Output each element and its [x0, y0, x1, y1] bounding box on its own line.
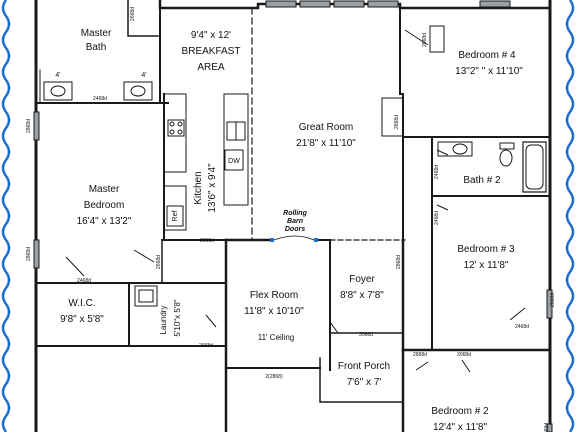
- door-tag: 2(2868): [265, 374, 283, 380]
- door-tag: 2668d: [199, 343, 213, 349]
- wic-size: 9'8" x 5'8": [60, 314, 104, 325]
- door-tag: 2668d: [156, 255, 162, 269]
- door-tag: 2868d: [200, 238, 214, 244]
- master-bath-label: Master: [81, 28, 112, 39]
- bedroom4-size: 13"2" " x 11'10": [455, 66, 523, 77]
- vanity-right-size: 4': [141, 72, 146, 79]
- barn-doors-label-2: Barn: [287, 218, 303, 225]
- door-tag: 2868d: [26, 119, 32, 133]
- kitchen-label: Kitchen: [193, 171, 204, 204]
- laundry-label: Laundry: [159, 306, 168, 335]
- barn-door-rail-right: [314, 238, 318, 242]
- bedroom2-size: 12'4" x 11'8": [433, 422, 488, 432]
- flex-room-size: 11'8" x 10'10": [244, 306, 304, 317]
- flex-room-ceiling-note: 11' Ceiling: [258, 333, 295, 342]
- bedroom3-size: 12' x 11'8": [464, 260, 509, 271]
- breakfast-size: 9'4" x 12': [191, 30, 231, 41]
- front-porch-size: 7'6" x 7': [347, 377, 382, 388]
- door-tag: 2468d: [434, 211, 440, 225]
- barn-doors-label: Rolling: [283, 210, 307, 217]
- breakfast-label-2: AREA: [197, 62, 225, 73]
- fixtures: [43, 25, 544, 307]
- bedroom4-label: Bedroom # 4: [458, 50, 516, 61]
- bedroom2-label: Bedroom # 2: [431, 406, 489, 417]
- dishwasher: [224, 149, 244, 171]
- door-tag: 2468d: [77, 278, 91, 284]
- great-room-size: 21'8" x 11'10": [296, 138, 356, 149]
- breakfast-label: BREAKFAST: [182, 46, 241, 57]
- walls: [34, 0, 552, 432]
- sink-right-icon: [130, 85, 146, 97]
- master-bedroom-size: 16'4" x 13'2": [77, 216, 132, 227]
- toilet-icon: [499, 149, 513, 167]
- refrigerator-label: Ref: [172, 211, 179, 222]
- dishwasher-label: DW: [228, 158, 240, 165]
- barn-door-track: [273, 235, 315, 241]
- foyer-size: 8'8" x 7'8": [340, 290, 384, 301]
- door-swings: [65, 29, 526, 373]
- door-tag: 2868d: [26, 247, 32, 261]
- door-tag: 2868d: [544, 423, 550, 432]
- master-bedroom-label-2: Bedroom: [84, 200, 125, 211]
- bedroom3-label: Bedroom # 3: [457, 244, 515, 255]
- wic-label: W.I.C.: [68, 298, 95, 309]
- refrigerator: [166, 205, 184, 227]
- left-wavy-border: [1, 0, 11, 432]
- door-tags: 2468d 2668d 2868d 2468d 2868d 2668d 2668…: [26, 7, 556, 432]
- sink-left-icon: [50, 85, 66, 97]
- bath2-label: Bath # 2: [463, 175, 501, 186]
- flex-room-label: Flex Room: [250, 290, 298, 301]
- vanity-left-size: 4': [55, 72, 60, 79]
- master-bath-label-2: Bath: [86, 42, 107, 53]
- front-porch-label: Front Porch: [338, 361, 390, 372]
- door-tag: 2668d: [130, 7, 136, 21]
- kitchen-size: 13'6" x 9'4": [207, 163, 218, 213]
- windows: [33, 0, 553, 432]
- door-tag: 3068d: [457, 352, 471, 358]
- bath2-sink-icon: [452, 143, 468, 155]
- door-tag: 2468d: [515, 324, 529, 330]
- great-room-label: Great Room: [299, 122, 353, 133]
- door-tag: 2868d: [550, 293, 556, 307]
- door-tag: 2868d: [396, 255, 402, 269]
- laundry-size: 5'10"x 5'8": [173, 299, 182, 336]
- barn-door-rail-left: [270, 238, 274, 242]
- barn-doors-label-3: Doors: [285, 226, 305, 233]
- master-bedroom-label: Master: [89, 184, 120, 195]
- door-tag: 2868d: [394, 115, 400, 129]
- foyer-label: Foyer: [349, 274, 375, 285]
- door-tag: 2468d: [434, 165, 440, 179]
- bathtub-icon: [525, 144, 544, 190]
- door-tag: 2868d: [413, 352, 427, 358]
- door-tag: 3068d: [359, 332, 373, 338]
- right-wavy-border: [565, 0, 575, 432]
- door-tag: 2468d: [93, 96, 107, 102]
- door-tag: 2868d: [422, 33, 428, 47]
